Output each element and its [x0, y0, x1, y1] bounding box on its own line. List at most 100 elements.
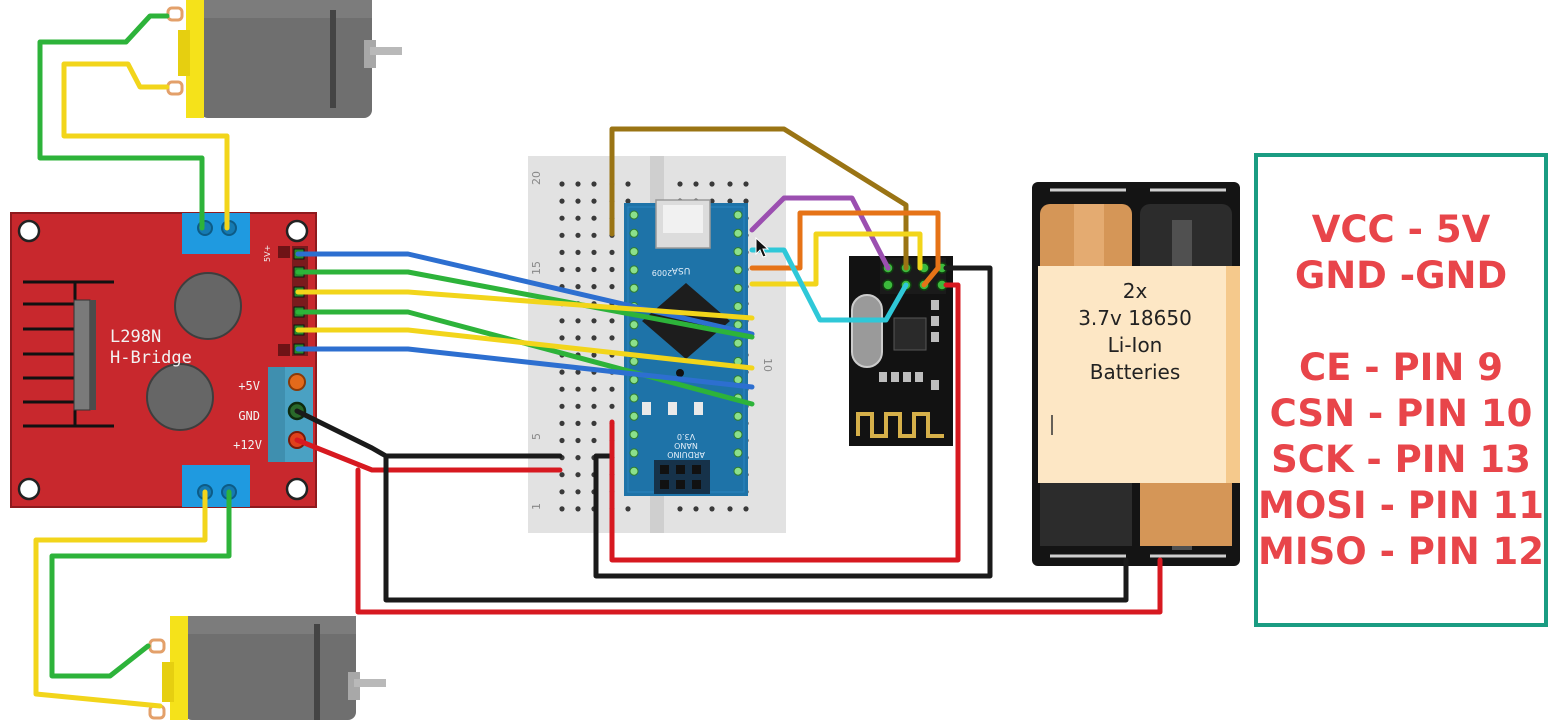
legend-csn: CSN - PIN 10 — [1269, 392, 1533, 435]
dc-motor-icon — [166, 0, 402, 118]
breadboard-hole — [591, 249, 597, 255]
breadboard-hole — [625, 181, 631, 187]
breadboard-row-5: 5 — [530, 433, 543, 440]
breadboard-hole — [591, 181, 597, 187]
breadboard-hole — [575, 232, 581, 238]
wire-green — [37, 13, 205, 231]
breadboard-hole — [709, 181, 715, 187]
nano-pin — [629, 430, 639, 440]
battery-label-line1: 2x — [1122, 279, 1148, 303]
nano-pin — [629, 466, 639, 476]
wire-red — [609, 282, 961, 563]
wire-black — [294, 408, 563, 459]
breadboard-hole — [575, 386, 581, 392]
breadboard-hole — [559, 249, 565, 255]
breadboard-hole — [727, 506, 733, 512]
wire-brown — [609, 126, 909, 271]
icsp-pin — [660, 480, 669, 489]
breadboard-row-1: 1 — [530, 503, 543, 510]
breadboard-hole — [609, 335, 615, 341]
breadboard-hole — [591, 215, 597, 221]
nano-pin — [733, 302, 743, 311]
breadboard-hole — [591, 318, 597, 324]
breadboard-hole — [575, 403, 581, 409]
wire-yellow — [295, 327, 755, 371]
battery-label-line4: Batteries — [1089, 360, 1181, 384]
nano-pin — [733, 375, 743, 385]
breadboard-hole — [743, 506, 749, 512]
nrf-pin — [882, 279, 894, 291]
breadboard-hole — [575, 215, 581, 221]
breadboard-hole — [559, 489, 565, 495]
nano-pin — [629, 448, 639, 458]
breadboard-hole — [575, 369, 581, 375]
breadboard-hole — [575, 318, 581, 324]
legend-gnd: GND -GND — [1294, 254, 1508, 297]
breadboard-hole — [727, 181, 733, 187]
mouse-cursor-icon — [755, 236, 770, 258]
breadboard-hole — [575, 420, 581, 426]
nano-pin — [629, 393, 639, 403]
battery-label-line2: 3.7v 18650 — [1078, 306, 1192, 330]
breadboard-hole — [591, 284, 597, 290]
legend-spacer — [1258, 299, 1544, 345]
capacitor-icon — [174, 272, 242, 340]
nano-pin — [733, 247, 743, 257]
mount-hole-tr — [285, 219, 309, 243]
wire-yellow — [33, 489, 208, 709]
breadboard-hole — [559, 266, 565, 273]
mount-hole-br — [285, 477, 309, 501]
nano-model-label: NANO — [674, 441, 698, 450]
icsp-header — [660, 465, 701, 489]
breadboard-hole — [609, 266, 615, 273]
nano-pin — [629, 338, 639, 348]
wire-cyan — [749, 247, 909, 323]
driver-chip — [73, 299, 91, 411]
breadboard-hole — [575, 437, 581, 444]
hbridge-side-label: 5V+ — [263, 245, 272, 262]
breadboard-hole — [609, 284, 615, 290]
hbridge-pin-12v-label: +12V — [233, 438, 262, 452]
legend-ce: CE - PIN 9 — [1298, 346, 1504, 389]
breadboard-hole — [559, 506, 565, 512]
wires — [33, 13, 1163, 709]
nano-usb-label: USA — [671, 265, 690, 275]
breadboard-hole — [609, 249, 615, 255]
breadboard-hole — [709, 506, 715, 512]
breadboard-hole — [575, 455, 581, 461]
mount-hole-bl — [17, 477, 41, 501]
nano-pin — [629, 320, 639, 330]
breadboard-hole — [609, 386, 615, 392]
nano-pin — [629, 375, 639, 385]
breadboard-hole — [743, 198, 749, 204]
breadboard-hole — [575, 249, 581, 255]
hbridge-name-line2: H-Bridge — [110, 348, 192, 368]
breadboard-row-20: 20 — [530, 171, 543, 185]
nano-pin — [733, 411, 743, 421]
nano-version-label: V3.0 — [677, 432, 695, 441]
battery-label-line3: Li-Ion — [1107, 333, 1163, 357]
rf-chip — [893, 317, 927, 351]
wire-yellow — [61, 61, 230, 231]
breadboard-hole — [609, 403, 615, 409]
breadboard-hole — [575, 489, 581, 495]
hbridge-pin-gnd-label: GND — [238, 409, 260, 423]
breadboard-hole — [625, 506, 631, 512]
breadboard-hole — [591, 232, 597, 238]
breadboard-hole — [727, 198, 733, 204]
nano-pin — [733, 430, 743, 440]
nano-pin — [733, 338, 743, 348]
breadboard-hole — [559, 181, 565, 187]
nano-pin — [629, 265, 639, 275]
nano-pin — [733, 283, 743, 293]
breadboard-hole — [559, 215, 565, 221]
legend-miso: MISO - PIN 12 — [1258, 530, 1545, 573]
breadboard-hole — [591, 403, 597, 409]
breadboard-hole — [743, 181, 749, 187]
legend-vcc: VCC - 5V — [1311, 208, 1491, 251]
wire-green — [295, 269, 755, 340]
wire-blue — [295, 346, 755, 390]
wire-red — [294, 437, 563, 473]
wire-yellow — [295, 289, 755, 321]
